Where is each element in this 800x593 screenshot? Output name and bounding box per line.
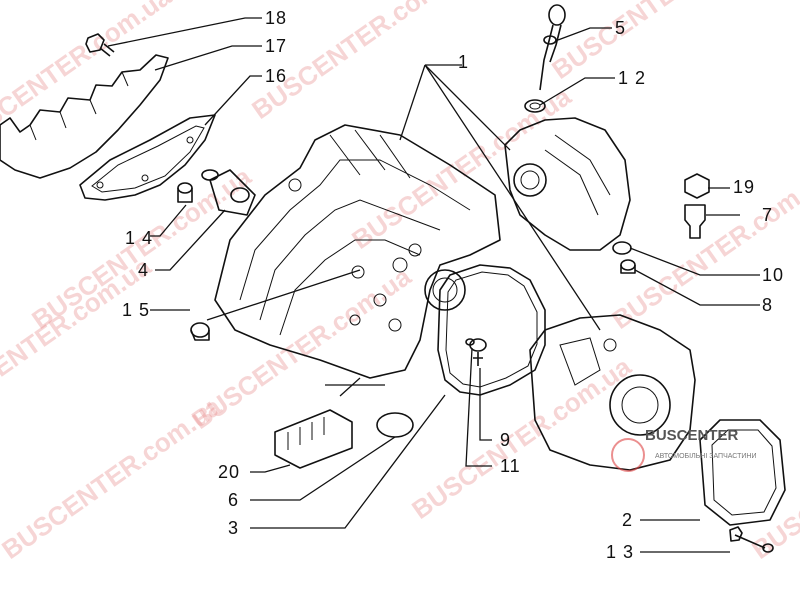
callout-5: 5 bbox=[615, 18, 626, 38]
drain-plug-part-9 bbox=[465, 338, 487, 366]
callout-11: 11 bbox=[500, 456, 521, 476]
watermark: BUSCENTER.com.ua bbox=[746, 391, 800, 565]
watermark: BUSCENTER.com.ua bbox=[346, 81, 577, 255]
shield-plate-part-17 bbox=[0, 54, 169, 179]
callout-4: 4 bbox=[138, 260, 149, 280]
gearbox-housing-main bbox=[214, 124, 501, 379]
disc-part-6 bbox=[376, 412, 414, 438]
callout-16: 16 bbox=[265, 66, 287, 86]
callout-8: 8 bbox=[762, 295, 773, 315]
callout-15: 1 5 bbox=[122, 300, 150, 320]
seal-ring-part-12 bbox=[524, 99, 546, 113]
housing-gasket-part-3 bbox=[437, 264, 546, 396]
watermark: BUSCENTER.com.ua bbox=[0, 0, 177, 155]
reverse-switch-part-7 bbox=[684, 204, 706, 239]
plug-part-15 bbox=[190, 322, 210, 341]
watermark: BUSCENTER.com.ua bbox=[546, 0, 777, 85]
bolt-part-18 bbox=[85, 33, 115, 57]
seal-washer-part-10 bbox=[612, 241, 632, 255]
callout-10: 10 bbox=[762, 265, 784, 285]
callout-13: 1 3 bbox=[606, 542, 634, 562]
callout-19: 19 bbox=[733, 177, 755, 197]
callout-3: 3 bbox=[228, 518, 239, 538]
callout-17: 17 bbox=[265, 36, 287, 56]
filler-plug-part-8 bbox=[620, 259, 636, 274]
housing-cover-upper bbox=[504, 117, 631, 251]
leader-lines bbox=[107, 17, 760, 553]
callout-labels: 18 17 16 1 4 4 1 5 1 5 1 2 19 7 10 8 9 1… bbox=[122, 8, 784, 562]
buscenter-logo: BUSCENTER АВТОМОБІЛЬНІ ЗАПЧАСТИНИ bbox=[611, 427, 756, 472]
callout-14: 1 4 bbox=[125, 228, 153, 248]
bolt-part-13 bbox=[729, 526, 774, 553]
callout-6: 6 bbox=[228, 490, 239, 510]
sleeve-part-4 bbox=[201, 169, 256, 216]
watermark-layer: BUSCENTER.com.ua BUSCENTER.com.ua BUSCEN… bbox=[0, 0, 800, 565]
dipstick-part-5 bbox=[539, 4, 566, 91]
gearbox-housing-rear bbox=[529, 314, 696, 471]
cap-part-19 bbox=[684, 173, 710, 199]
magnet-block-part-20 bbox=[274, 409, 353, 469]
logo-main-text: BUSCENTER bbox=[645, 427, 739, 444]
breather-part-14 bbox=[177, 182, 193, 203]
callout-9: 9 bbox=[500, 430, 511, 450]
watermark: BUSCENTER.com.ua bbox=[186, 261, 417, 435]
watermark: BUSCENTER.com.ua bbox=[406, 351, 637, 525]
callout-1: 1 bbox=[458, 52, 469, 72]
rear-cover-part-2 bbox=[699, 419, 786, 526]
logo-sub-text: АВТОМОБІЛЬНІ ЗАПЧАСТИНИ bbox=[655, 453, 756, 460]
callout-18: 18 bbox=[265, 8, 287, 28]
callout-12: 1 2 bbox=[618, 68, 646, 88]
callout-7: 7 bbox=[762, 205, 773, 225]
gasket-plate-part-16 bbox=[79, 114, 216, 201]
callout-2: 2 bbox=[622, 510, 633, 530]
callout-20: 20 bbox=[218, 462, 240, 482]
